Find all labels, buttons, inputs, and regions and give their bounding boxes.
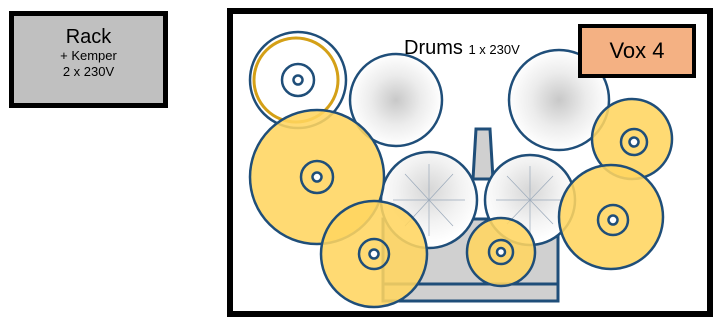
rack-power-label: 2 x 230V — [62, 64, 115, 79]
rack-kemper-label: + Kemper — [60, 48, 117, 63]
ride-cymbal-left — [319, 199, 429, 309]
rack-title: Rack — [65, 26, 112, 48]
rack-tom-left — [348, 52, 444, 148]
rack-box: Rack + Kemper 2 x 230V — [9, 11, 168, 108]
ride-cymbal-right — [557, 163, 665, 271]
hihat — [248, 30, 348, 130]
drums-label: Drums 1 x 230V — [404, 37, 520, 60]
drums-title: Drums — [404, 37, 463, 59]
drumkit-drawing — [248, 30, 674, 309]
vox-monitor-label: Vox 4 — [609, 38, 665, 63]
splash-cymbal — [465, 216, 537, 288]
center-stand — [471, 127, 495, 181]
vox-monitor-box: Vox 4 — [578, 24, 696, 78]
drums-power: 1 x 230V — [468, 42, 520, 57]
